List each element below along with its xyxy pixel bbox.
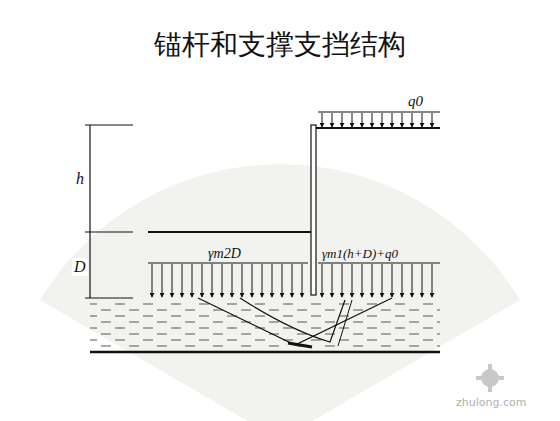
load-arrow	[352, 113, 353, 127]
load-arrow	[182, 264, 183, 297]
load-arrow	[362, 113, 363, 127]
pressure-label: γm2D	[208, 247, 241, 261]
load-arrow	[422, 113, 423, 127]
load-arrow	[412, 113, 413, 127]
load-arrow	[352, 264, 353, 297]
pressure-label: γm1(h+D)+q0	[322, 247, 398, 260]
load-arrow	[192, 264, 193, 297]
load-arrow	[362, 264, 363, 297]
load-arrow	[432, 264, 433, 297]
slip-surface	[288, 343, 312, 347]
load-arrow	[242, 264, 243, 297]
load-arrow	[222, 264, 223, 297]
watermark-logo	[476, 364, 504, 392]
load-arrow	[202, 264, 203, 297]
load-arrow	[262, 264, 263, 297]
slip-surface	[338, 300, 352, 346]
load-arrow	[252, 264, 253, 297]
load-arrow	[332, 264, 333, 297]
load-arrow	[322, 113, 323, 127]
load-arrow	[342, 264, 343, 297]
load-arrow	[332, 113, 333, 127]
load-arrow	[302, 264, 303, 297]
load-arrows	[152, 113, 432, 297]
load-arrow	[422, 264, 423, 297]
load-arrow	[392, 264, 393, 297]
load-label: q0	[408, 94, 423, 109]
load-arrow	[342, 113, 343, 127]
fan-background	[40, 164, 520, 421]
watermark: zhulong.com	[456, 397, 526, 408]
drawing-lines	[85, 112, 440, 298]
slide-title: 锚杆和支撑支挡结构	[0, 28, 560, 62]
load-arrow	[392, 113, 393, 127]
load-arrow	[372, 113, 373, 127]
load-arrow	[282, 264, 283, 297]
load-arrow	[432, 113, 433, 127]
soil-hatching	[90, 300, 440, 350]
slip-surface	[198, 298, 392, 345]
load-arrow	[382, 113, 383, 127]
dimension-label: D	[72, 258, 88, 276]
load-arrow	[412, 264, 413, 297]
load-arrow	[372, 264, 373, 297]
dimension-label: h	[74, 170, 86, 188]
load-arrow	[152, 264, 153, 297]
load-arrow	[292, 264, 293, 297]
load-arrow	[322, 264, 323, 297]
load-arrow	[162, 264, 163, 297]
load-arrow	[172, 264, 173, 297]
load-arrow	[272, 264, 273, 297]
load-arrow	[382, 264, 383, 297]
load-arrow	[232, 264, 233, 297]
load-arrow	[212, 264, 213, 297]
load-arrow	[402, 113, 403, 127]
slip-surface	[240, 298, 345, 342]
load-arrow	[402, 264, 403, 297]
bedrock-line	[90, 351, 440, 354]
